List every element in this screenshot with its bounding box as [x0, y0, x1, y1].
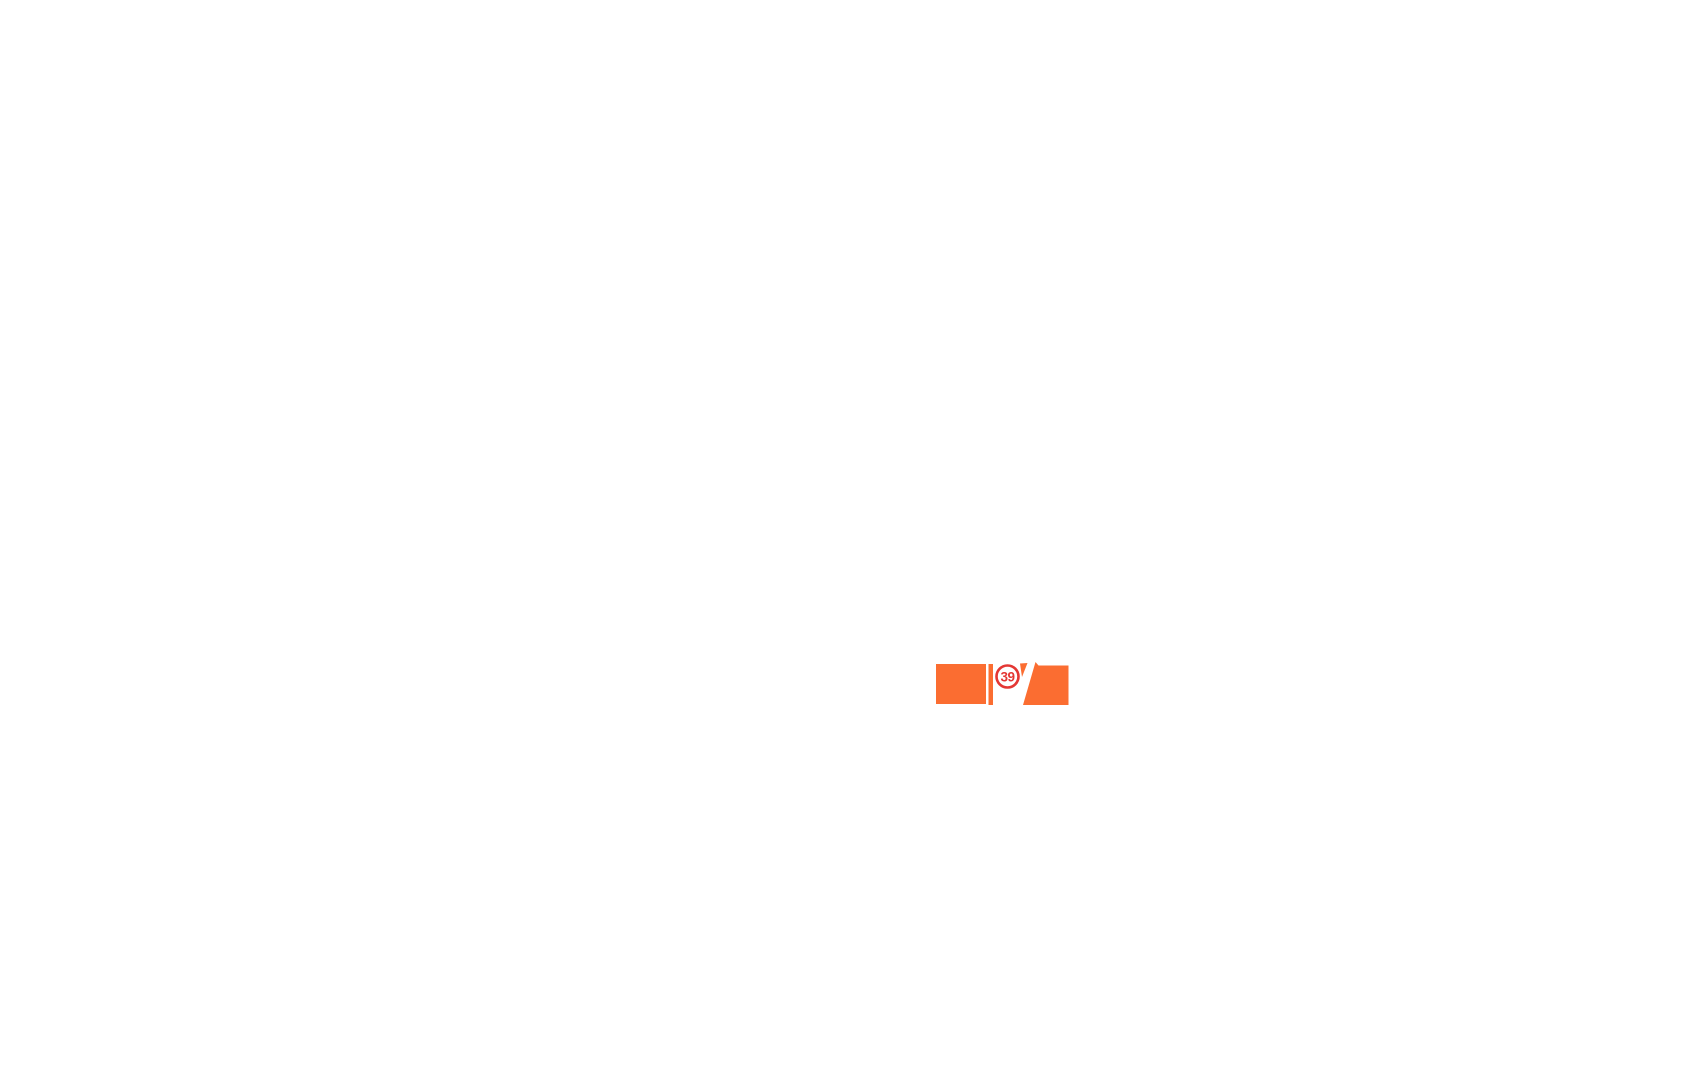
badge-ring-circle — [995, 664, 1020, 689]
orange-39-logo-icon: 39 — [936, 662, 1069, 705]
logo-divider-bar — [988, 664, 993, 705]
logo-right-block — [1023, 662, 1069, 705]
logo-slash-wedge — [1020, 663, 1028, 677]
badge-number: 39 — [1000, 670, 1014, 685]
logo-left-block — [936, 664, 986, 704]
orange-39-logo: 39 — [936, 661, 1069, 705]
